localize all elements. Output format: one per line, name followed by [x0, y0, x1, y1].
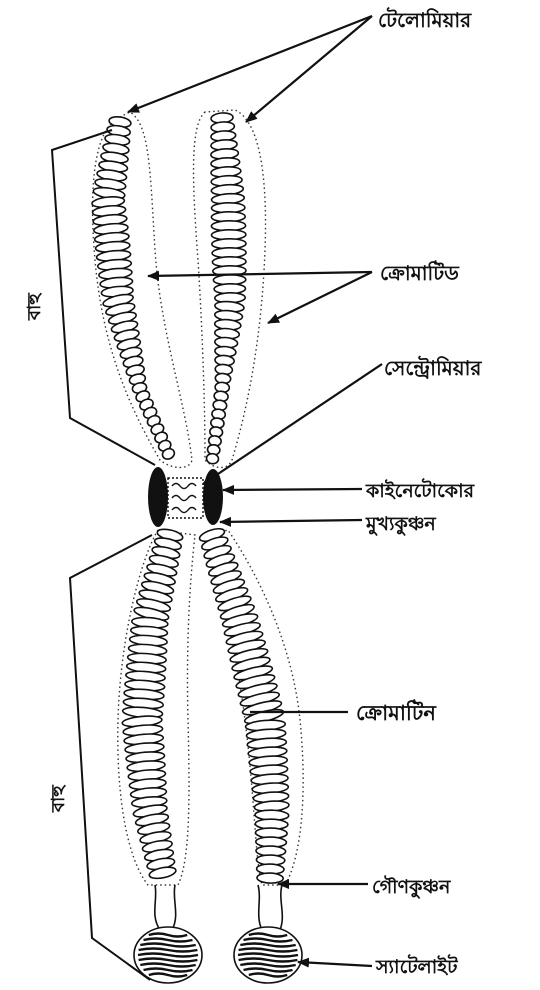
label-satellite: স্যাটেলাইট [375, 954, 458, 978]
label-centromere: সেন্ট্রোমিয়ার [384, 355, 482, 380]
satellite-arrow [298, 962, 372, 966]
satellites [134, 927, 302, 983]
labels: টেলোমিয়ার ক্রোমাটিড সেন্ট্রোমিয়ার কাইন… [24, 7, 482, 978]
label-chromatin: ক্রোমাটিন [356, 699, 437, 725]
lower-right-coil [257, 873, 283, 884]
stalk-left [155, 885, 176, 930]
label-arm-upper: বাহু [24, 292, 45, 321]
chromatid-arrow-right [268, 272, 372, 323]
label-secondary-constriction: গৌণকুঞ্চন [372, 875, 451, 899]
upper-right-coil [206, 453, 219, 465]
secondary-constriction-stalks [155, 885, 283, 930]
label-primary-constriction: মুখ্যকুঞ্চন [365, 513, 436, 536]
centromere-region [148, 467, 223, 527]
stalk-right [258, 885, 282, 930]
label-telomere: টেলোমিয়ার [378, 7, 472, 32]
chromatid-arrow-left [148, 272, 372, 276]
kinetochore-left [148, 467, 168, 527]
label-kinetochore: কাইনেটোকোর [365, 478, 476, 502]
label-arm-lower: বাহু [48, 784, 69, 813]
telomere-arrow-left [128, 16, 372, 112]
telomere-arrow-right [246, 16, 372, 122]
primary-constriction-arrow [220, 520, 362, 522]
label-chromatid: ক্রোমাটিড [380, 260, 460, 285]
kinetochore-arrow [223, 489, 362, 490]
